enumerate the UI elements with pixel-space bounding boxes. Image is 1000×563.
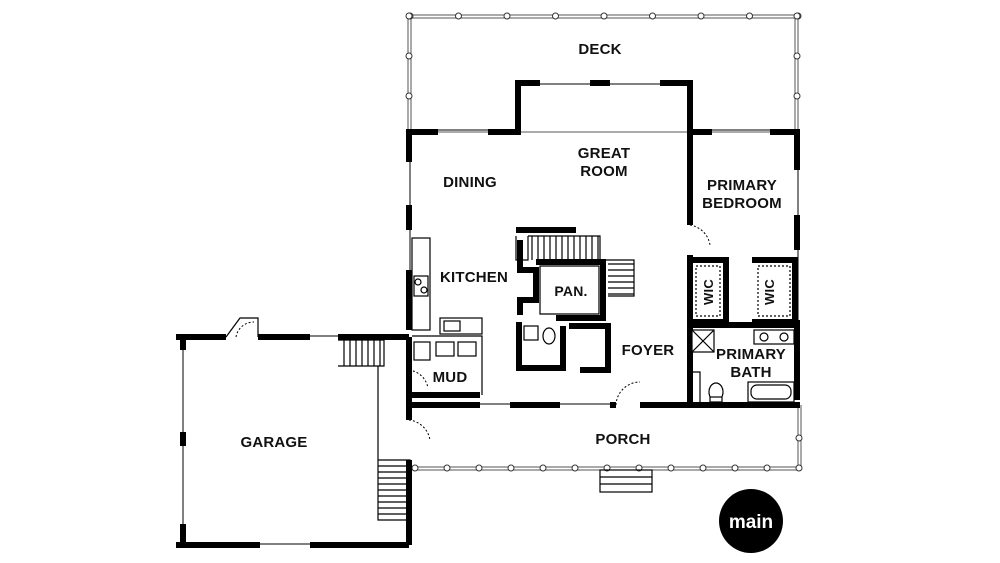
railing-post [600,12,608,20]
railing-post [795,434,803,442]
railing-post [793,12,801,20]
porch-railing [410,405,803,493]
level-badge-text: main [729,512,773,533]
room-label-primary-bedroom-2: BEDROOM [702,195,782,212]
room-label-wic-left: WIC [701,279,716,305]
railing-post [793,92,801,100]
room-label-great-room-1: GREAT [578,145,630,162]
railing-post [649,12,656,20]
room-label-deck: DECK [578,41,621,58]
room-label-mud: MUD [433,369,468,386]
room-label-dining: DINING [443,174,497,191]
room-label-foyer: FOYER [622,342,675,359]
railing-post [411,464,419,472]
railing-post [539,464,547,472]
railing-post [405,12,413,20]
primary-suite [688,224,798,403]
pantry-block [516,259,611,373]
kitchen-fixtures [411,237,483,361]
room-label-garage: GARAGE [240,434,307,451]
railing-post [571,464,579,472]
porch-steps [599,469,653,493]
deck-railing [405,12,802,133]
railing-post [405,52,413,60]
railing-post [731,464,739,472]
railing-post [667,464,675,472]
room-label-pantry: PAN. [554,283,587,299]
house-walls [406,80,800,408]
room-label-primary-bedroom-1: PRIMARY [707,177,777,194]
railing-post [795,464,803,472]
railing-post [763,464,771,472]
railing-post [405,92,413,100]
railing-post [552,12,559,20]
room-label-kitchen: KITCHEN [440,269,508,286]
room-label-primary-bath-2: BATH [730,364,771,381]
room-label-great-room-2: ROOM [580,163,627,180]
railing-post [455,12,462,20]
railing-post [746,12,753,20]
room-label-wic-right: WIC [762,279,777,305]
railing-post [793,52,801,60]
railing-post [507,464,515,472]
railing-post [475,464,483,472]
garage-walls [176,317,431,548]
railing-post [443,464,451,472]
railing-post [699,464,707,472]
railing-post [503,12,511,20]
railing-post [697,12,705,20]
central-stairs [515,227,635,315]
level-badge: main [719,489,783,553]
room-label-porch: PORCH [595,431,650,448]
room-label-primary-bath-1: PRIMARY [716,346,786,363]
